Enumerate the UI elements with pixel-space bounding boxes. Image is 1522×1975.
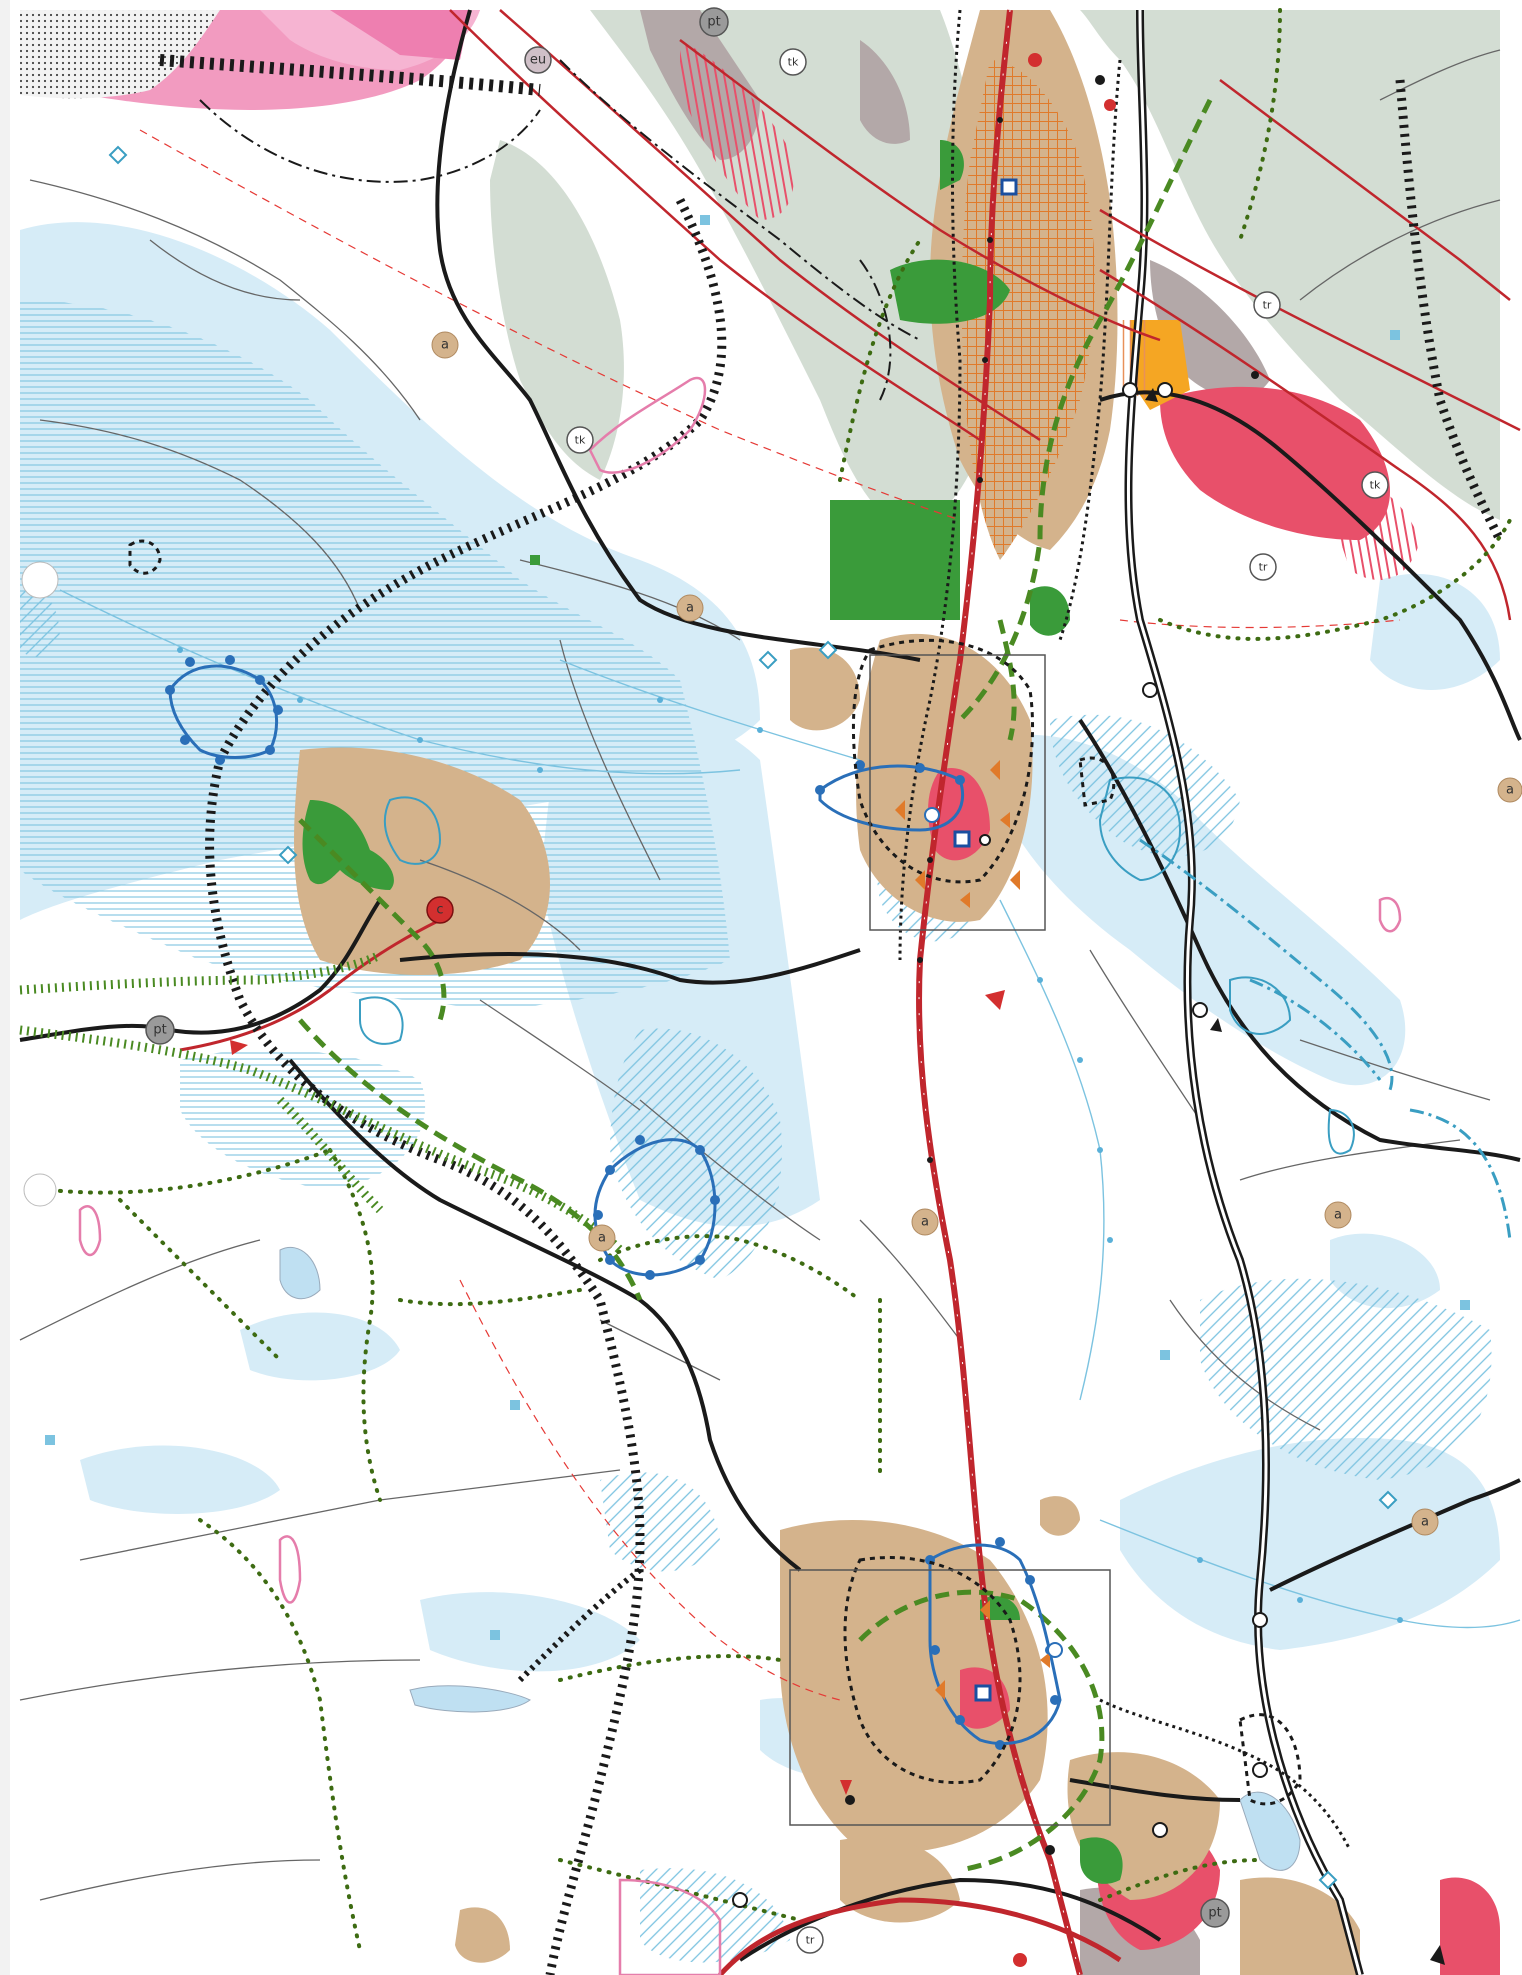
development-zones <box>128 539 1302 1806</box>
scan-edge <box>0 0 10 1975</box>
travel-centres <box>953 178 1018 1702</box>
svg-text:a: a <box>686 601 694 616</box>
junctions <box>732 382 1268 1908</box>
label-a-2: a <box>676 594 704 622</box>
label-eu: eu <box>524 46 552 74</box>
label-pt-3: pt <box>1200 1898 1230 1928</box>
stops <box>845 75 1259 1855</box>
planned-connection-lines <box>139 129 1401 1701</box>
ecological-corridors <box>48 8 1512 1952</box>
green-network <box>298 98 1213 1873</box>
svg-text:tk: tk <box>788 56 799 69</box>
svg-text:tr: tr <box>1263 299 1272 312</box>
red-arrows <box>230 990 1005 1795</box>
municipal-boundaries <box>19 49 1501 1901</box>
svg-text:tr: tr <box>1259 561 1268 574</box>
svg-text:tk: tk <box>575 434 586 447</box>
svg-text:a: a <box>1421 1515 1429 1530</box>
detail-frames <box>789 654 1111 1826</box>
label-a-4: a <box>911 1208 939 1236</box>
rail-dots <box>917 117 1003 1163</box>
svg-text:a: a <box>921 1215 929 1230</box>
secondary-railway <box>898 9 1352 1851</box>
svg-text:eu: eu <box>530 53 546 68</box>
small-circle-markers <box>924 807 1063 1658</box>
water-basin-outlines <box>359 776 1355 1155</box>
svg-text:tr: tr <box>806 1934 815 1947</box>
groundwater-dots <box>165 655 1060 1750</box>
protected-sites <box>78 376 1402 1975</box>
water-intakes <box>45 215 1470 1640</box>
svg-text:pt: pt <box>1208 1906 1221 1921</box>
label-pt-2: pt <box>145 1015 175 1045</box>
label-tk-1: tk <box>779 48 807 76</box>
svg-text:c: c <box>436 903 443 918</box>
label-a-7: a <box>1497 777 1522 803</box>
label-c: c <box>426 896 454 924</box>
flood-risk-lines <box>1139 838 1512 1241</box>
label-a-1: a <box>431 331 459 359</box>
river-dots <box>177 647 1403 1623</box>
label-tr-2: tr <box>1249 553 1277 581</box>
green-square-marker <box>530 555 540 565</box>
special-zones <box>1120 320 1190 410</box>
label-pt-1: pt <box>699 7 729 37</box>
power-lines <box>159 54 1505 1975</box>
svg-text:a: a <box>441 338 449 353</box>
lakes <box>279 1247 1301 1871</box>
groundwater-wells <box>108 145 1398 1890</box>
motorway <box>1124 9 1364 1975</box>
label-a-3: a <box>588 1224 616 1252</box>
svg-text:a: a <box>1334 1208 1342 1223</box>
centre-markers <box>895 760 1050 1700</box>
label-tr-1: tr <box>1253 291 1281 319</box>
label-a-6: a <box>1411 1508 1439 1536</box>
svg-text:pt: pt <box>707 15 720 30</box>
svg-text:a: a <box>1506 783 1514 798</box>
svg-text:a: a <box>598 1231 606 1246</box>
label-tr-3: tr <box>796 1926 824 1954</box>
svg-text:tk: tk <box>1370 479 1381 492</box>
map-labels: a a a a a a a pt <box>145 7 1522 1954</box>
label-tk-3: tk <box>1361 471 1389 499</box>
svg-text:pt: pt <box>153 1023 166 1038</box>
edge-symbols <box>21 561 59 1207</box>
black-triangles <box>1145 388 1445 1965</box>
landscape-boundaries <box>19 950 624 1254</box>
label-tk-2: tk <box>566 426 594 454</box>
industrial-zones <box>20 10 480 110</box>
label-a-5: a <box>1324 1201 1352 1229</box>
dash-dot-boundaries <box>199 59 921 401</box>
stations <box>1013 53 1116 1967</box>
